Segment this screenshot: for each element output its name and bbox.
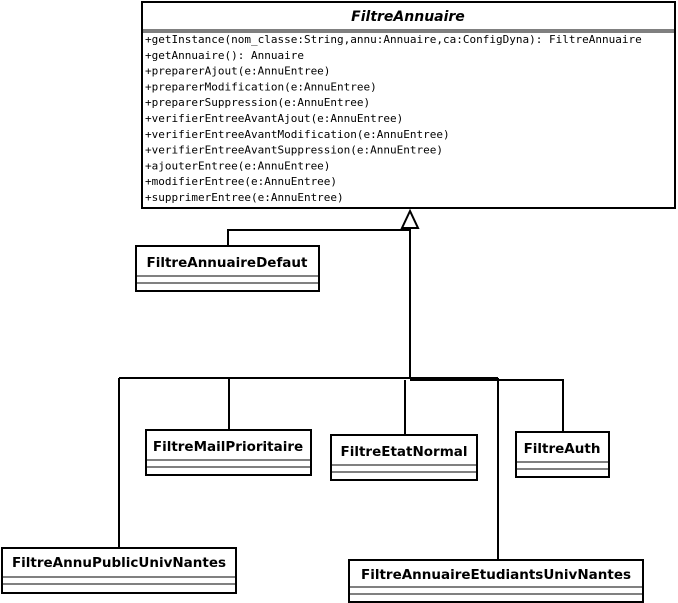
class-name: FiltreEtatNormal bbox=[340, 444, 467, 460]
method-item: +getInstance(nom_classe:String,annu:Annu… bbox=[145, 33, 642, 46]
method-item: +verifierEntreeAvantSuppression(e:AnnuEn… bbox=[145, 144, 443, 157]
class-filtre-annu-public-univ-nantes: FiltreAnnuPublicUnivNantes bbox=[1, 547, 237, 594]
method-item: +getAnnuaire(): Annuaire bbox=[145, 49, 304, 62]
method-item: +preparerSuppression(e:AnnuEntree) bbox=[145, 96, 370, 109]
class-filtre-annuaire-defaut: FiltreAnnuaireDefaut bbox=[135, 245, 320, 292]
method-item: +preparerModification(e:AnnuEntree) bbox=[145, 80, 377, 93]
edge-filtre-auth bbox=[410, 379, 564, 432]
class-name: FiltreAnnuPublicUnivNantes bbox=[12, 555, 226, 571]
method-item: +preparerAjout(e:AnnuEntree) bbox=[145, 65, 330, 78]
class-filtre-auth: FiltreAuth bbox=[515, 431, 610, 478]
method-item: +modifierEntree(e:AnnuEntree) bbox=[145, 175, 337, 188]
class-name: FiltreAnnuaireEtudiantsUnivNantes bbox=[361, 567, 631, 583]
class-filtre-etat-normal: FiltreEtatNormal bbox=[330, 434, 478, 481]
class-name: FiltreAnnuaireDefaut bbox=[147, 255, 309, 271]
method-item: +supprimerEntree(e:AnnuEntree) bbox=[145, 191, 344, 204]
inheritance-edges bbox=[118, 208, 564, 560]
class-name: FiltreMailPrioritaire bbox=[153, 439, 303, 455]
class-filtre-annuaire-etudiants-univ-nantes: FiltreAnnuaireEtudiantsUnivNantes bbox=[348, 559, 644, 603]
method-list: +getInstance(nom_classe:String,annu:Annu… bbox=[145, 33, 642, 204]
method-item: +verifierEntreeAvantModification(e:AnnuE… bbox=[145, 128, 450, 141]
class-filtre-mail-prioritaire: FiltreMailPrioritaire bbox=[145, 429, 312, 476]
class-filtre-annuaire: FiltreAnnuaire +getInstance(nom_classe:S… bbox=[141, 1, 676, 209]
method-item: +ajouterEntree(e:AnnuEntree) bbox=[145, 159, 330, 172]
method-item: +verifierEntreeAvantAjout(e:AnnuEntree) bbox=[145, 112, 403, 125]
inheritance-arrow-icon bbox=[400, 208, 420, 229]
class-name: FiltreAnnuaire bbox=[351, 9, 465, 25]
edge-filtre-annuaire-defaut bbox=[227, 229, 410, 246]
class-name: FiltreAuth bbox=[524, 441, 601, 457]
